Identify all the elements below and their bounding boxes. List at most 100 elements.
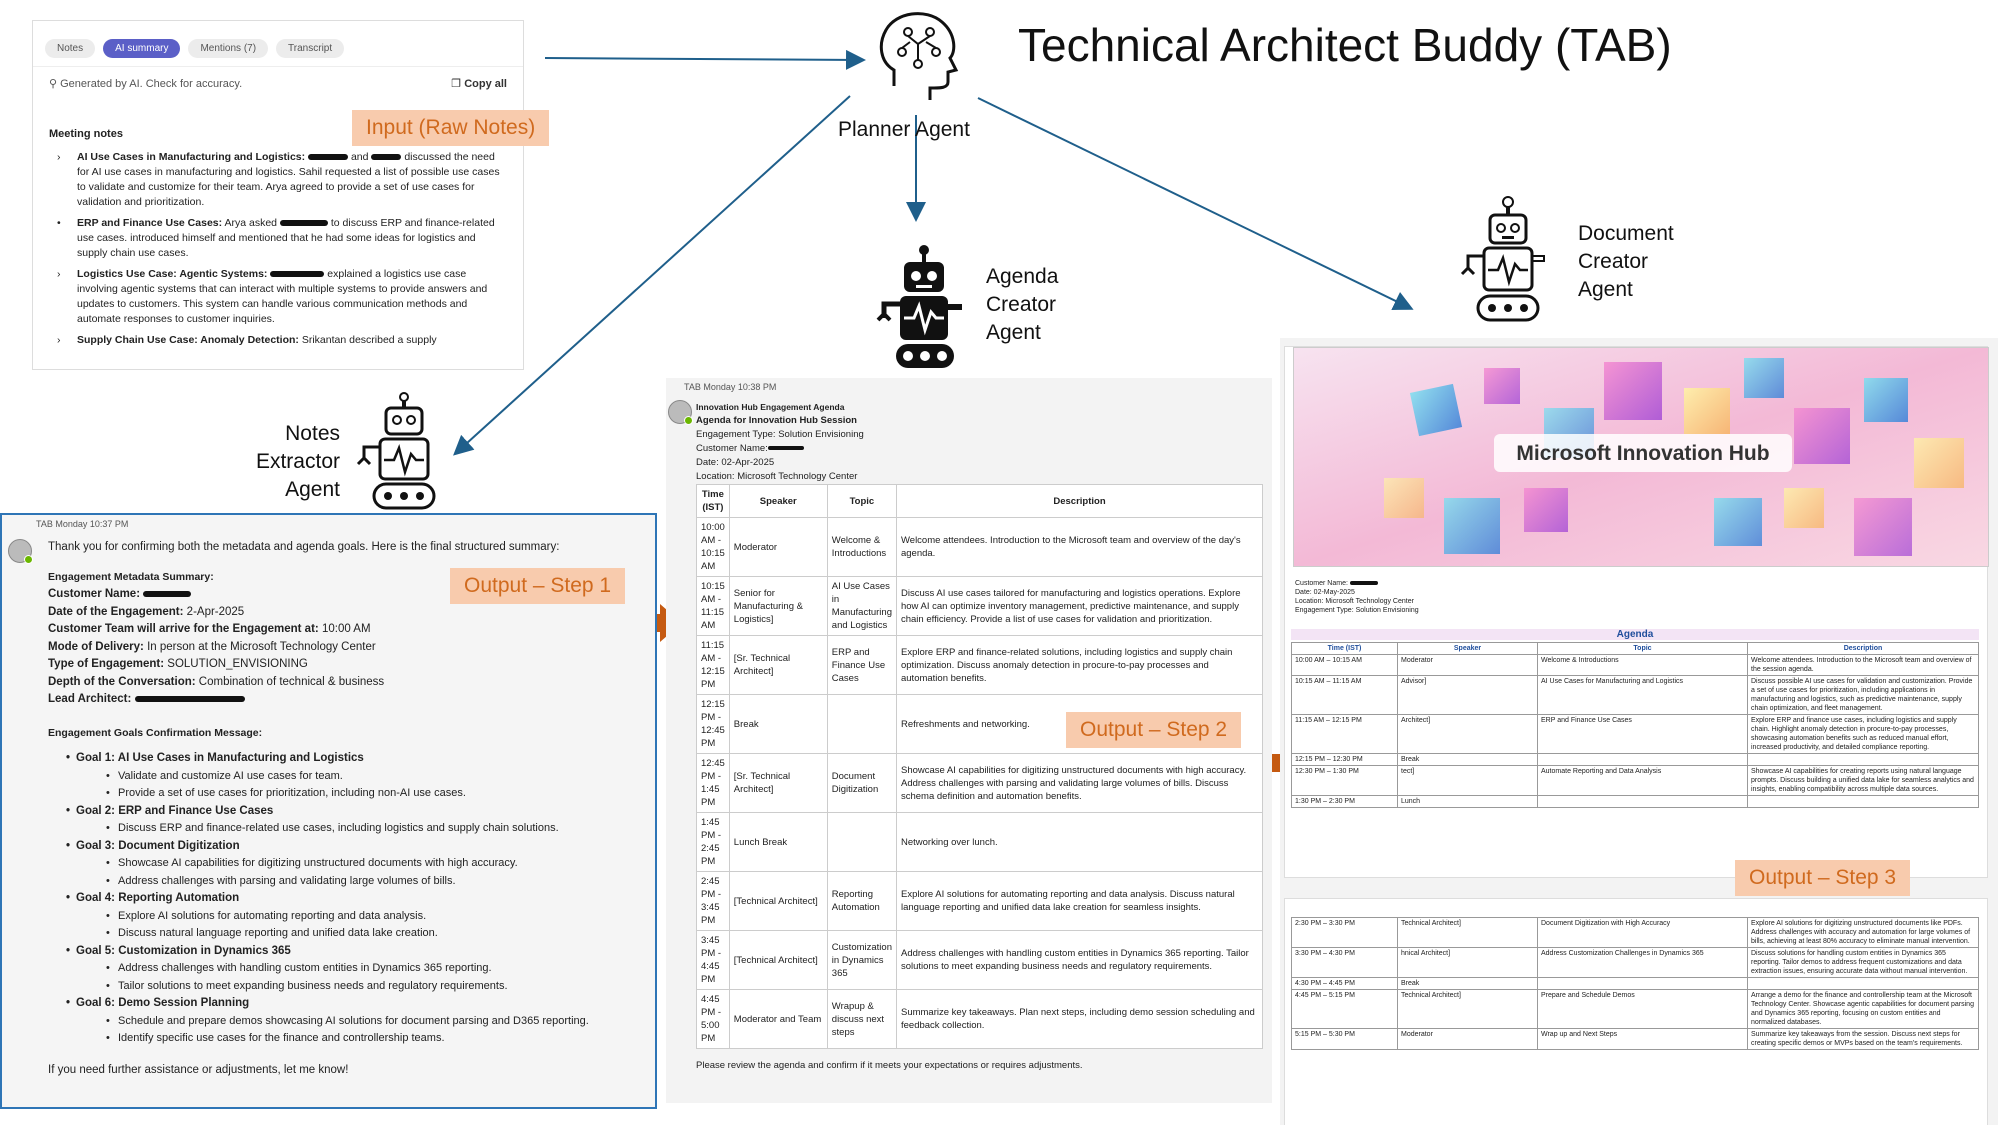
table-row: 12:45 PM - 1:45 PM[Sr. Technical Archite… — [696, 753, 1264, 813]
note-item: • ERP and Finance Use Cases: Arya asked … — [57, 217, 495, 259]
table-cell: [Sr. Technical Architect] — [728, 753, 828, 813]
closing-text: If you need further assistance or adjust… — [48, 1063, 349, 1076]
goal-detail: Validate and customize AI use cases for … — [2, 768, 655, 786]
table-cell: Moderator — [1397, 654, 1538, 676]
chevron-right-icon[interactable]: › — [57, 268, 61, 280]
table-cell: AI Use Cases for Manufacturing and Logis… — [1537, 675, 1748, 715]
goal-title: Goal 3: Document Digitization — [2, 838, 655, 856]
table-cell: Wrapup & discuss next steps — [826, 989, 897, 1049]
planner-agent-icon — [874, 8, 964, 108]
goals-heading: Engagement Goals Confirmation Message: — [48, 726, 263, 739]
table-cell: Welcome attendees. Introduction to the M… — [895, 517, 1264, 577]
agenda-location: Location: Microsoft Technology Center — [696, 471, 858, 482]
arrow-input-to-planner — [544, 49, 866, 70]
arrow-planner-to-document — [977, 97, 1414, 310]
table-cell: 12:15 PM – 12:30 PM — [1291, 753, 1398, 766]
goals-list: Goal 1: AI Use Cases in Manufacturing an… — [2, 750, 655, 1048]
goal-detail: Address challenges with parsing and vali… — [2, 873, 655, 891]
metadata-field: Mode of Delivery: In person at the Micro… — [48, 640, 376, 653]
goal-detail: Showcase AI capabilities for digitizing … — [2, 855, 655, 873]
metadata-field: Customer Team will arrive for the Engage… — [48, 623, 371, 635]
table-cell: Summarize key takeaways. Plan next steps… — [895, 989, 1264, 1049]
column-header: Topic — [826, 484, 897, 518]
table-cell: Explore AI solutions for automating repo… — [895, 871, 1264, 931]
agenda-date: Date: 02-Apr-2025 — [696, 457, 775, 468]
tab-bot-avatar — [8, 539, 33, 564]
output-step1-panel: TAB Monday 10:37 PM Thank you for confir… — [0, 513, 657, 1109]
table-cell: Moderator — [728, 517, 828, 577]
agenda-footer: Please review the agenda and confirm if … — [696, 1060, 1083, 1071]
agenda-agent-label: Agenda Creator Agent — [986, 265, 1059, 344]
table-cell: 12:45 PM - 1:45 PM — [696, 753, 730, 813]
meeting-notes-heading: Meeting notes — [49, 128, 123, 140]
document-agent-robot-icon — [1460, 196, 1550, 324]
output-step3-panel: Microsoft Innovation Hub Customer Name: … — [1280, 338, 1998, 1125]
ai-disclaimer-row: ⚲ Generated by AI. Check for accuracy. ❐… — [33, 66, 523, 100]
goal-detail: Tailor solutions to meet expanding busin… — [2, 978, 655, 996]
metadata-field: Lead Architect: — [2, 691, 655, 709]
arrow-planner-to-notes — [453, 95, 851, 456]
table-cell: Summarize key takeaways from the session… — [1747, 1028, 1979, 1050]
tab-mentions[interactable]: Mentions (7) — [188, 39, 269, 58]
table-cell: Break — [728, 694, 828, 754]
chevron-right-icon[interactable]: › — [57, 334, 61, 346]
table-cell: Welcome & Introductions — [1537, 654, 1748, 676]
copy-all-button[interactable]: ❐ Copy all — [451, 78, 507, 90]
table-cell: 2:30 PM – 3:30 PM — [1291, 917, 1398, 948]
agenda-document-page1: Microsoft Innovation Hub Customer Name: … — [1284, 346, 1989, 878]
table-cell: Moderator and Team — [728, 989, 828, 1049]
note-item: › Supply Chain Use Case: Anomaly Detecti… — [57, 334, 437, 346]
table-cell: 10:00 AM – 10:15 AM — [1291, 654, 1398, 676]
notes-tab-bar: Notes AI summary Mentions (7) Transcript — [33, 21, 523, 66]
tab-notes[interactable]: Notes — [45, 39, 96, 58]
table-cell: Moderator — [1397, 1028, 1538, 1050]
goal-detail: Discuss natural language reporting and u… — [2, 925, 655, 943]
table-cell: 3:30 PM – 4:30 PM — [1291, 947, 1398, 978]
goal-detail: Explore AI solutions for automating repo… — [2, 908, 655, 926]
message-meta: TAB Monday 10:38 PM — [684, 382, 777, 392]
goal-detail: Provide a set of use cases for prioritiz… — [2, 785, 655, 803]
table-cell: Welcome & Introductions — [826, 517, 897, 577]
bullet-icon: • — [57, 217, 61, 229]
tab-transcript[interactable]: Transcript — [276, 39, 345, 58]
input-raw-notes-label: Input (Raw Notes) — [352, 110, 550, 146]
table-row: 11:15 AM - 12:15 PM[Sr. Technical Archit… — [696, 635, 1264, 695]
table-cell: Explore ERP and finance use cases, inclu… — [1747, 714, 1979, 754]
ai-sparkle-icon: ⚲ — [49, 78, 61, 90]
table-cell: 1:30 PM – 2:30 PM — [1291, 795, 1398, 808]
output-step2-label: Output – Step 2 — [1066, 712, 1242, 748]
table-cell: Wrap up and Next Steps — [1537, 1028, 1748, 1050]
tab-ai-summary[interactable]: AI summary — [103, 39, 181, 58]
table-cell: Senior for Manufacturing & Logistics] — [728, 576, 828, 636]
table-cell: 10:15 AM - 11:15 AM — [696, 576, 730, 636]
metadata-field: Depth of the Conversation: Combination o… — [48, 675, 385, 688]
table-cell — [1537, 977, 1748, 990]
goal-detail: Schedule and prepare demos showcasing AI… — [2, 1013, 655, 1031]
intro-text: Thank you for confirming both the metada… — [48, 541, 560, 553]
output-step2-panel: TAB Monday 10:38 PM Innovation Hub Engag… — [666, 378, 1272, 1103]
table-cell: 11:15 AM - 12:15 PM — [696, 635, 730, 695]
table-cell: Discuss AI use cases tailored for manufa… — [895, 576, 1264, 636]
column-header: Speaker — [728, 484, 828, 518]
table-cell: Explore AI solutions for digitizing unst… — [1747, 917, 1979, 948]
agenda-doc-title: Innovation Hub Engagement Agenda — [696, 402, 845, 412]
table-cell: Explore ERP and finance-related solution… — [895, 635, 1264, 695]
table-cell: 2:45 PM - 3:45 PM — [696, 871, 730, 931]
table-row: 3:45 PM - 4:45 PM[Technical Architect]Cu… — [696, 930, 1264, 990]
table-cell: Welcome attendees. Introduction to the M… — [1747, 654, 1979, 676]
table-cell: 10:00 AM - 10:15 AM — [696, 517, 730, 577]
table-cell: Address Customization Challenges in Dyna… — [1537, 947, 1748, 978]
agenda-heading: Agenda for Innovation Hub Session — [696, 415, 857, 426]
chevron-right-icon[interactable]: › — [57, 151, 61, 163]
